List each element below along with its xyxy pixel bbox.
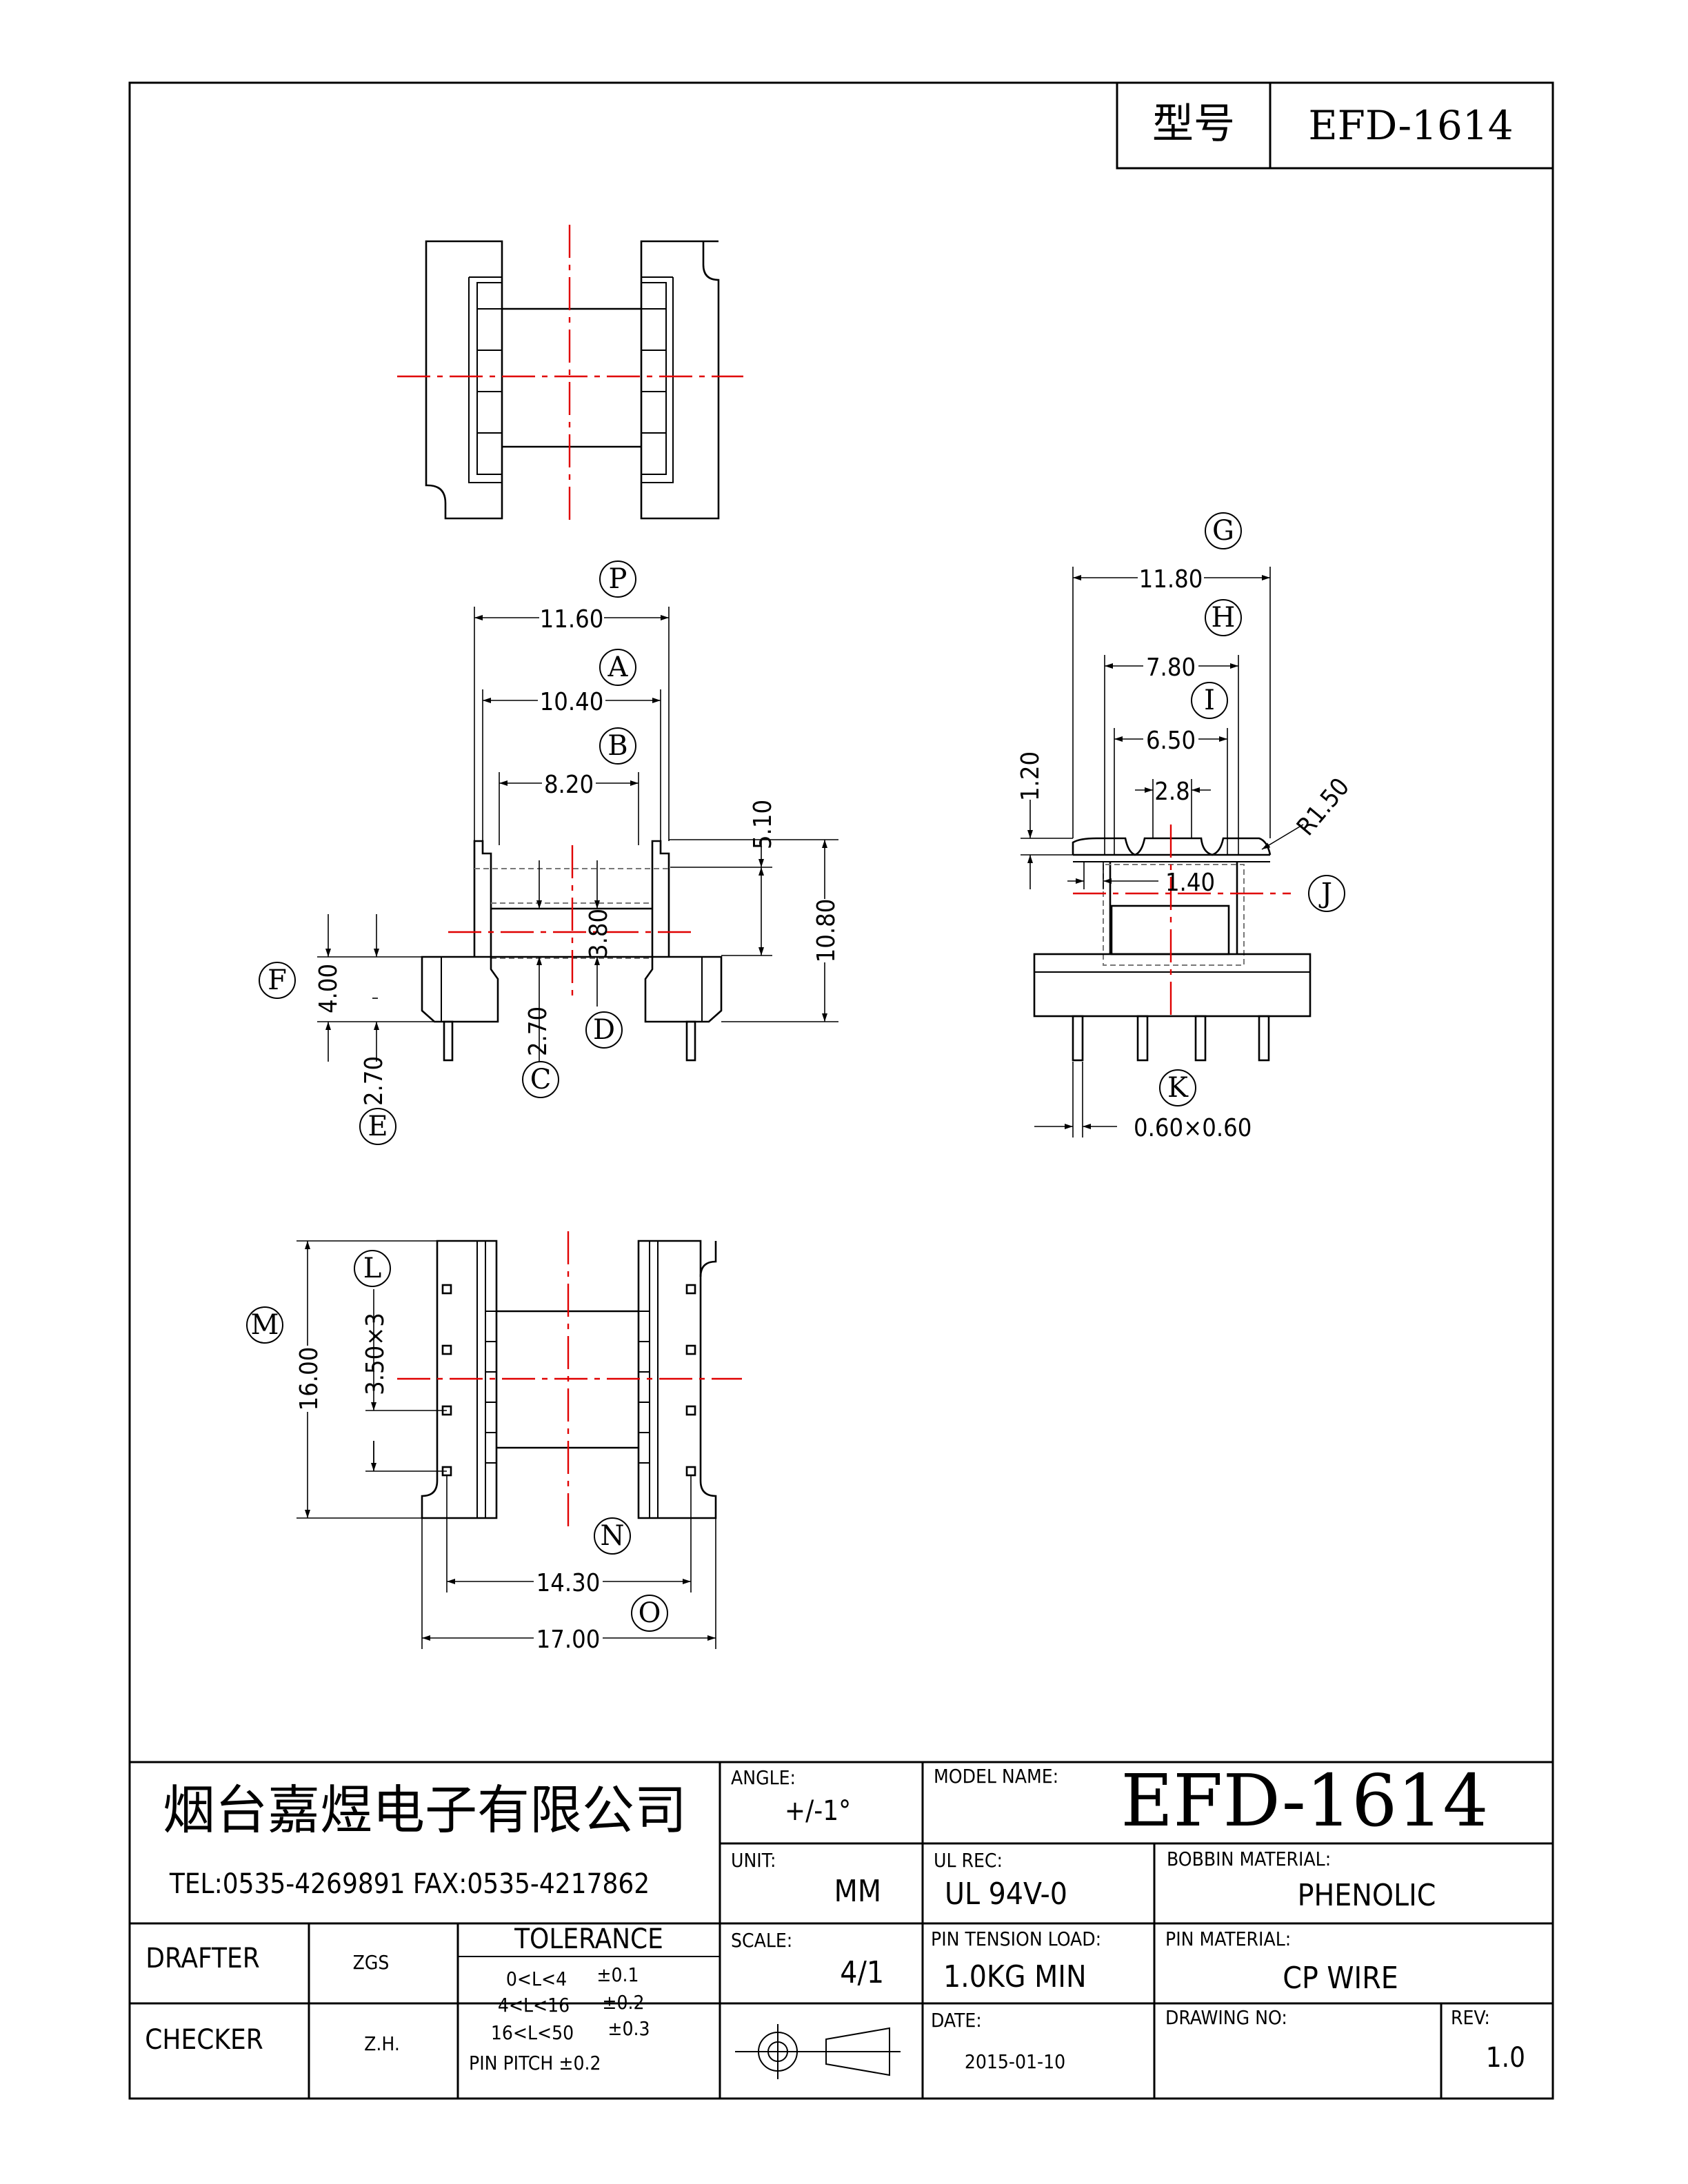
dim-l-value: 3.50×3 [361,1313,390,1395]
date-value: 2015-01-10 [965,2050,1065,2073]
tol-value-1: ±0.1 [596,1963,639,1986]
dim-1080-value: 10.80 [812,899,841,963]
company-contact: TEL:0535-4269891 FAX:0535-4217862 [169,1868,650,1900]
dim-a-value: 10.40 [540,688,604,716]
dim-120-value: 1.20 [1016,751,1045,801]
callout-b: B [607,730,627,762]
top-view [397,225,743,527]
unit-label: UNIT: [731,1849,776,1872]
tolerance-title: TOLERANCE [514,1923,663,1955]
dim-k-value: 0.60×0.60 [1134,1114,1252,1142]
dim-n-value: 14.30 [536,1569,601,1597]
ul-value: UL 94V-0 [945,1877,1067,1912]
dim-slot-value: 2.8 [1154,778,1190,806]
projection-symbol-icon [735,2024,901,2079]
drafter-label: DRAFTER [145,1943,259,1974]
angle-label: ANGLE: [731,1766,796,1789]
date-label: DATE: [931,2009,982,2032]
model-value: EFD-1614 [1308,102,1513,149]
dim-i-value: 6.50 [1146,727,1196,755]
callout-h: H [1212,602,1236,634]
callout-k: K [1167,1072,1189,1104]
dim-o-value: 17.00 [536,1626,601,1654]
rev-label: REV: [1451,2006,1490,2029]
bobbin-material-label: BOBBIN MATERIAL: [1167,1848,1331,1870]
callout-j: J [1318,878,1332,909]
tol-range-2: 4<L<16 [498,1994,570,2016]
pin-pitch: PIN PITCH ±0.2 [469,2052,601,2074]
front-view: 11.60 P 10.40 A 8.20 B 5.10 10.80 3.80 D [259,560,841,1145]
model-label: 型号 [1152,100,1235,148]
dim-p-value: 11.60 [540,605,604,634]
angle-value: +/-1° [785,1795,851,1827]
callout-l: L [363,1253,382,1284]
pin-material-value: CP WIRE [1283,1961,1398,1996]
tol-value-3: ±0.3 [607,2017,650,2040]
callout-n: N [601,1520,625,1552]
callout-a: A [607,651,629,683]
callout-f: F [268,964,287,996]
side-view: 11.80 G 7.80 H 6.50 I 2.8 1.20 R1.50 [1016,512,1355,1142]
tol-range-1: 0<L<4 [506,1968,567,1990]
callout-g: G [1212,515,1234,547]
dim-510-value: 5.10 [749,800,777,849]
callout-d: D [593,1014,615,1046]
drawing-no-label: DRAWING NO: [1165,2006,1287,2029]
checker-label: CHECKER [145,2024,263,2056]
sheet-border [128,81,1554,2100]
drafter-value: ZGS [353,1951,390,1974]
checker-value: Z.H. [364,2032,400,2055]
tol-value-2: ±0.2 [602,1991,644,2014]
pin-tension-value: 1.0KG MIN [943,1959,1087,1994]
dim-140-value: 1.40 [1165,869,1215,897]
model-name-value: EFD-1614 [1121,1759,1488,1843]
bobbin-material-value: PHENOLIC [1298,1878,1436,1913]
bottom-view: 16.00 M 3.50×3 L 14.30 N 17.00 O [246,1231,742,1654]
dim-h-value: 7.80 [1146,654,1196,682]
tol-range-3: 16<L<50 [491,2021,574,2044]
rev-value: 1.0 [1486,2042,1525,2074]
dim-380-value: 3.80 [585,909,613,958]
dim-g-value: 11.80 [1139,565,1203,594]
dim-r150-value: R1.50 [1292,773,1355,841]
header-model-box: 型号 EFD-1614 [1116,83,1553,170]
unit-value: MM [834,1874,881,1909]
scale-value: 4/1 [840,1955,884,1990]
pin-material-label: PIN MATERIAL: [1165,1928,1291,1950]
callout-p: P [609,563,627,595]
company-name: 烟台嘉煜电子有限公司 [163,1779,687,1841]
dim-c-value: 2.70 [524,1007,552,1056]
dim-m-value: 16.00 [295,1347,323,1411]
ul-label: UL REC: [934,1849,1003,1872]
model-name-label: MODEL NAME: [934,1765,1058,1788]
callout-m: M [251,1309,279,1341]
title-block: 烟台嘉煜电子有限公司 TEL:0535-4269891 FAX:0535-421… [130,1759,1553,2099]
dim-f-value: 4.00 [314,964,343,1013]
callout-e: E [368,1111,388,1142]
callout-o: O [639,1597,661,1629]
dim-b-value: 8.20 [544,771,594,799]
callout-c: C [530,1064,552,1095]
scale-label: SCALE: [731,1929,792,1952]
callout-i: I [1204,685,1215,716]
pin-tension-label: PIN TENSION LOAD: [931,1928,1101,1950]
dim-e-value: 2.70 [360,1056,388,1106]
